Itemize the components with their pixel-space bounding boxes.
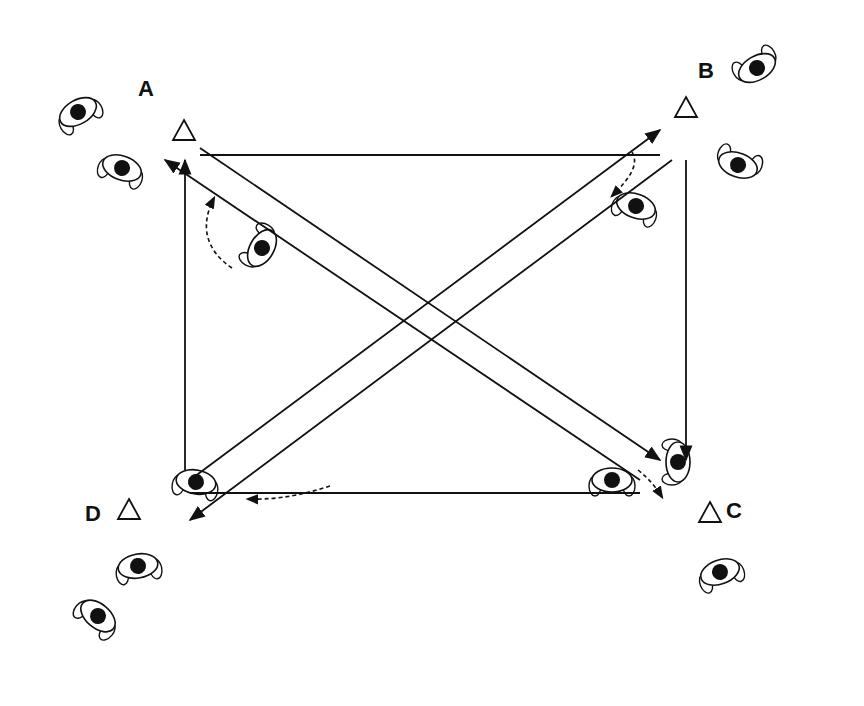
cone-label: C [726, 500, 742, 522]
player-head [112, 158, 133, 179]
cone-outline [675, 97, 697, 117]
player-body [697, 554, 743, 590]
player-figure [694, 553, 747, 595]
run-arrow [200, 154, 660, 156]
player-head [626, 196, 647, 217]
cone-label: D [85, 503, 101, 525]
player-head [604, 472, 620, 488]
player-figure [609, 187, 662, 229]
run-paths [206, 152, 662, 499]
player-figure [95, 149, 148, 191]
run-arrow [190, 492, 640, 494]
run-path [638, 470, 662, 497]
player-figure [70, 592, 123, 643]
cone-symbol [171, 118, 197, 142]
cone-outline [699, 502, 721, 522]
player-body [116, 551, 160, 582]
player-body [55, 92, 102, 133]
cone-label: A [138, 78, 154, 100]
player-body [242, 225, 283, 272]
cone-marker: D [82, 470, 190, 530]
player-head [710, 562, 731, 583]
player-body [75, 594, 121, 638]
cone-symbol [116, 497, 142, 521]
player-head [670, 454, 686, 470]
player-head [129, 557, 148, 576]
player-body [715, 147, 761, 183]
run-arrow [685, 160, 687, 460]
player-head [728, 155, 749, 176]
player-figure [113, 550, 163, 586]
run-path [206, 198, 232, 268]
player-figure [52, 90, 106, 137]
run-arrow [184, 160, 186, 470]
player-body [99, 150, 145, 186]
cone-outline [118, 499, 140, 519]
player-body [734, 48, 781, 89]
player-body [613, 188, 659, 224]
players [52, 43, 783, 643]
player-head [746, 57, 768, 79]
player-head [251, 237, 273, 259]
player-head [87, 605, 110, 628]
cone-marker: A [135, 78, 200, 160]
player-figure [712, 142, 765, 184]
run-arrow [165, 160, 640, 480]
cone-symbol [673, 95, 699, 119]
cone-marker: C [640, 460, 752, 530]
cone-symbol [697, 500, 723, 524]
player-head [67, 101, 89, 123]
player-figure [171, 466, 221, 502]
run-arrow [200, 148, 660, 460]
cone-label: B [698, 60, 714, 82]
run-arrow [190, 130, 660, 480]
cone-marker: B [660, 60, 725, 160]
player-figure [729, 43, 783, 90]
player-figure [237, 220, 284, 274]
cone-outline [173, 120, 195, 140]
